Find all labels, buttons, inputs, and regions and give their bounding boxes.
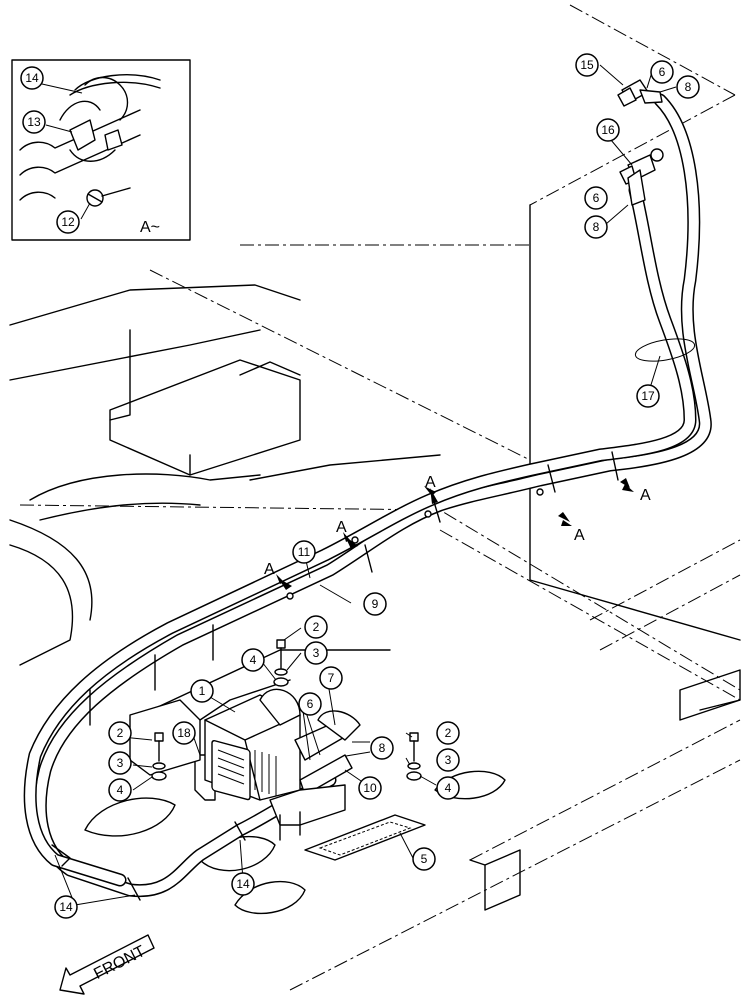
callout-9-label: 9 bbox=[372, 597, 379, 611]
callout-3b: 3 bbox=[108, 751, 132, 775]
callout-leaders bbox=[41, 64, 677, 906]
callout-10: 10 bbox=[358, 776, 382, 800]
callout-14a-label: 14 bbox=[25, 71, 39, 85]
callout-3c: 3 bbox=[436, 748, 460, 772]
callout-4b: 4 bbox=[108, 778, 132, 802]
callout-13-label: 13 bbox=[27, 115, 41, 129]
callout-17: 17 bbox=[636, 384, 660, 408]
callout-2c: 2 bbox=[436, 721, 460, 745]
callout-5: 5 bbox=[412, 847, 436, 871]
callout-16-label: 16 bbox=[601, 123, 615, 137]
callout-3a: 3 bbox=[304, 641, 328, 665]
callout-6b: 6 bbox=[650, 60, 674, 84]
callout-4c-label: 4 bbox=[445, 781, 452, 795]
callout-8c: 8 bbox=[584, 215, 608, 239]
view-arrow-label-1: A bbox=[264, 561, 275, 578]
detail-inset bbox=[11, 59, 191, 241]
callout-18-label: 18 bbox=[177, 726, 191, 740]
callout-1: 1 bbox=[190, 679, 214, 703]
callout-18: 18 bbox=[172, 721, 196, 745]
view-arrow-label-4: A bbox=[574, 527, 585, 544]
callout-17-label: 17 bbox=[641, 389, 655, 403]
callout-9: 9 bbox=[363, 592, 387, 616]
cover-plate bbox=[304, 814, 426, 861]
callout-14c-label: 14 bbox=[236, 877, 250, 891]
callout-4c: 4 bbox=[436, 776, 460, 800]
callout-7: 7 bbox=[319, 666, 343, 690]
callout-2c-label: 2 bbox=[445, 726, 452, 740]
fasteners bbox=[151, 639, 422, 781]
callout-4a-label: 4 bbox=[250, 653, 257, 667]
callout-2a: 2 bbox=[304, 615, 328, 639]
callout-8a: 8 bbox=[370, 736, 394, 760]
callout-5-label: 5 bbox=[421, 852, 428, 866]
callout-3c-label: 3 bbox=[445, 753, 452, 767]
callout-14b: 14 bbox=[54, 895, 78, 919]
callout-8b: 8 bbox=[676, 75, 700, 99]
callout-11-label: 11 bbox=[298, 545, 311, 559]
callout-16: 16 bbox=[596, 118, 620, 142]
callout-8c-label: 8 bbox=[593, 220, 600, 234]
machine-body bbox=[9, 204, 741, 911]
callout-15: 15 bbox=[575, 53, 599, 77]
detail-view-label: A~ bbox=[140, 219, 160, 236]
upper-fittings bbox=[617, 79, 664, 206]
callout-4b-label: 4 bbox=[117, 783, 124, 797]
view-arrows bbox=[276, 478, 634, 590]
callout-12: 12 bbox=[56, 210, 80, 234]
view-arrow-label-3: A bbox=[425, 474, 436, 491]
callout-8b-label: 8 bbox=[685, 80, 692, 94]
callout-6b-label: 6 bbox=[659, 65, 666, 79]
callout-6a-label: 6 bbox=[307, 697, 314, 711]
callout-6a: 6 bbox=[298, 692, 322, 716]
callout-7-label: 7 bbox=[328, 671, 335, 685]
heater-hose-pair bbox=[23, 93, 712, 901]
callout-2b-label: 2 bbox=[117, 726, 124, 740]
front-arrow bbox=[59, 934, 155, 995]
callout-6c-label: 6 bbox=[593, 191, 600, 205]
callout-14c: 14 bbox=[231, 872, 255, 896]
callout-4a: 4 bbox=[241, 648, 265, 672]
callout-2b: 2 bbox=[108, 721, 132, 745]
callout-10-label: 10 bbox=[363, 781, 377, 795]
callout-15-label: 15 bbox=[580, 58, 594, 72]
callout-2a-label: 2 bbox=[313, 620, 320, 634]
view-arrow-label-5: A bbox=[640, 487, 651, 504]
callout-3b-label: 3 bbox=[117, 756, 124, 770]
callout-1-label: 1 bbox=[199, 684, 206, 698]
callout-12-label: 12 bbox=[61, 215, 75, 229]
callout-13: 13 bbox=[22, 110, 46, 134]
callout-6c: 6 bbox=[584, 186, 608, 210]
callout-3a-label: 3 bbox=[313, 646, 320, 660]
callout-14a: 14 bbox=[20, 66, 44, 90]
view-arrow-label-2: A bbox=[336, 519, 347, 536]
callout-14b-label: 14 bbox=[59, 900, 73, 914]
callout-8a-label: 8 bbox=[379, 741, 386, 755]
heater-unit bbox=[129, 679, 361, 841]
callout-11: 11 bbox=[292, 540, 316, 564]
